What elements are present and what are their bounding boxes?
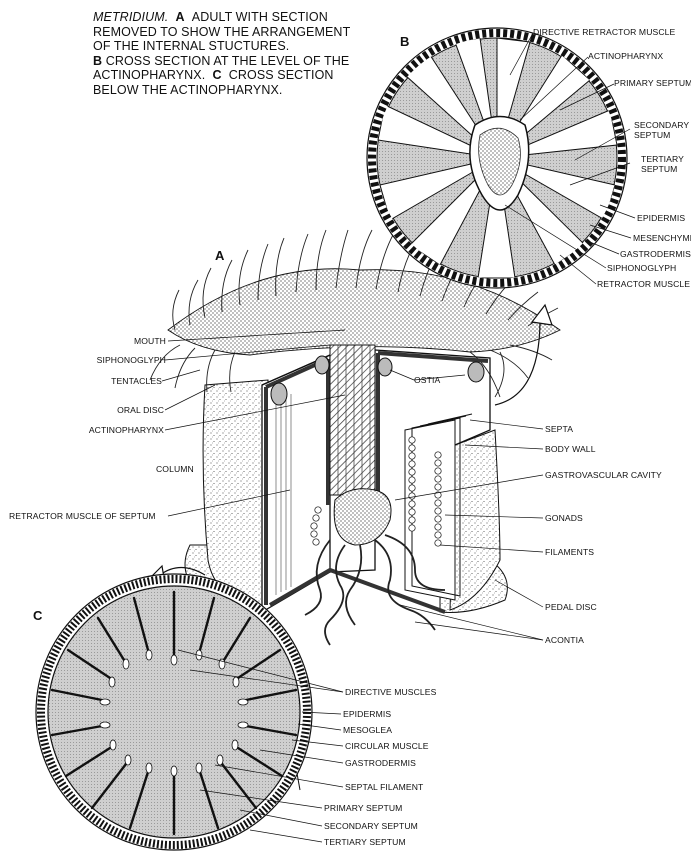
label-directive-muscles: DIRECTIVE MUSCLES: [345, 687, 436, 697]
label-retractor-muscle-of-septum: RETRACTOR MUSCLE OF SEPTUM: [9, 511, 156, 521]
caption-b-text: CROSS SECTION AT THE LEVEL OF THE: [106, 54, 350, 68]
label-secondary-septum-b-1: SECONDARY: [634, 120, 689, 130]
caption-line-6: BELOW THE ACTINOPHARYNX.: [93, 83, 393, 98]
label-mesenchyme-b: MESENCHYME: [633, 233, 691, 243]
caption-a-text: ADULT WITH SECTION: [192, 10, 328, 24]
label-gastrovascular-cavity: GASTROVASCULAR CAVITY: [545, 470, 662, 480]
caption-letter-a: A: [175, 10, 184, 24]
label-ostia: OSTIA: [414, 375, 440, 385]
label-gastrodermis-b: GASTRODERMIS: [620, 249, 691, 259]
panel-letter-a: A: [215, 248, 224, 263]
label-oral-disc: ORAL DISC: [80, 405, 164, 415]
label-circular-muscle-c: CIRCULAR MUSCLE: [345, 741, 429, 751]
label-septal-filament-c: SEPTAL FILAMENT: [345, 782, 423, 792]
label-pedal-disc: PEDAL DISC: [545, 602, 597, 612]
label-tertiary-septum-b-2: SEPTUM: [641, 164, 677, 174]
label-tertiary-septum-b-1: TERTIARY: [641, 154, 684, 164]
caption-c-text: CROSS SECTION: [229, 68, 334, 82]
label-mesoglea-c: MESOGLEA: [343, 725, 392, 735]
caption-genus: METRIDIUM.: [93, 10, 168, 24]
label-secondary-septum-b-2: SEPTUM: [634, 130, 670, 140]
label-secondary-septum-c: SECONDARY SEPTUM: [324, 821, 418, 831]
label-retractor-muscle-b: RETRACTOR MUSCLE: [597, 279, 690, 289]
label-actinopharynx-b: ACTINOPHARYNX: [588, 51, 663, 61]
caption-letter-b: B: [93, 54, 102, 68]
label-epidermis-b: EPIDERMIS: [637, 213, 685, 223]
label-gonads: GONADS: [545, 513, 583, 523]
ostium-center: [315, 356, 329, 374]
figure-caption: METRIDIUM. A ADULT WITH SECTION REMOVED …: [93, 10, 393, 98]
label-primary-septum-c: PRIMARY SEPTUM: [324, 803, 402, 813]
label-column: COLUMN: [156, 464, 194, 474]
cross-section-c: [36, 574, 312, 850]
label-tertiary-septum-c: TERTIARY SEPTUM: [324, 837, 406, 847]
label-actinopharynx-a: ACTINOPHARYNX: [60, 425, 164, 435]
ostium-left: [271, 383, 287, 405]
label-gastrodermis-c: GASTRODERMIS: [345, 758, 416, 768]
panel-letter-c: C: [33, 608, 42, 623]
label-siphonoglyph-a: SIPHONOGLYPH: [80, 355, 166, 365]
caption-line-2: REMOVED TO SHOW THE ARRANGEMENT: [93, 25, 393, 40]
label-tentacles: TENTACLES: [80, 376, 162, 386]
label-body-wall: BODY WALL: [545, 444, 596, 454]
label-epidermis-c: EPIDERMIS: [343, 709, 391, 719]
label-siphonoglyph-b: SIPHONOGLYPH: [607, 263, 676, 273]
label-primary-septum-b: PRIMARY SEPTUM: [614, 78, 691, 88]
panel-letter-b: B: [400, 34, 409, 49]
ostium-right: [468, 362, 484, 382]
label-directive-retractor-muscle: DIRECTIVE RETRACTOR MUSCLE: [533, 27, 675, 37]
caption-line-3: OF THE INTERNAL STUCTURES.: [93, 39, 393, 54]
caption-letter-c: C: [212, 68, 221, 82]
ostium-middle: [378, 358, 392, 376]
filament-mass: [334, 489, 391, 545]
caption-line-5a: ACTINOPHARYNX.: [93, 68, 205, 82]
label-mouth: MOUTH: [100, 336, 166, 346]
cross-section-b: [367, 28, 627, 288]
label-septa: SEPTA: [545, 424, 573, 434]
label-acontia: ACONTIA: [545, 635, 584, 645]
label-filaments: FILAMENTS: [545, 547, 594, 557]
actinopharynx-tube: [330, 345, 375, 495]
